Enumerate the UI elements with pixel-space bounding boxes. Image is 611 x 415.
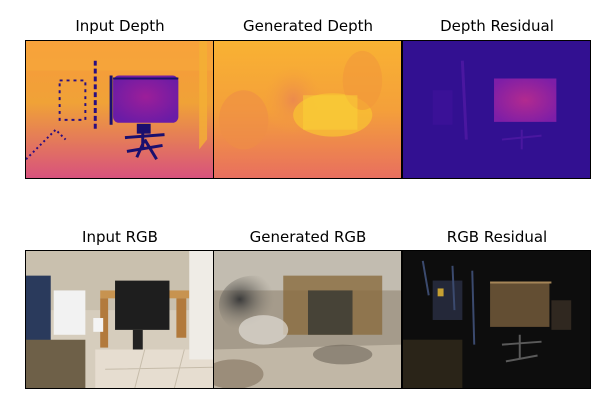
generated-depth-title: Generated Depth bbox=[242, 17, 374, 35]
input-rgb-image bbox=[25, 250, 214, 389]
rgb-residual-title: RGB Residual bbox=[446, 228, 548, 246]
input-depth-image bbox=[25, 40, 214, 179]
generated-rgb-title: Generated RGB bbox=[249, 228, 367, 246]
input-rgb-title: Input RGB bbox=[82, 228, 158, 246]
depth-residual-image bbox=[402, 40, 591, 179]
generated-depth-image bbox=[213, 40, 402, 179]
input-depth-title: Input Depth bbox=[75, 17, 165, 35]
rgb-residual-image bbox=[402, 250, 591, 389]
generated-rgb-image bbox=[213, 250, 402, 389]
depth-residual-title: Depth Residual bbox=[440, 17, 554, 35]
